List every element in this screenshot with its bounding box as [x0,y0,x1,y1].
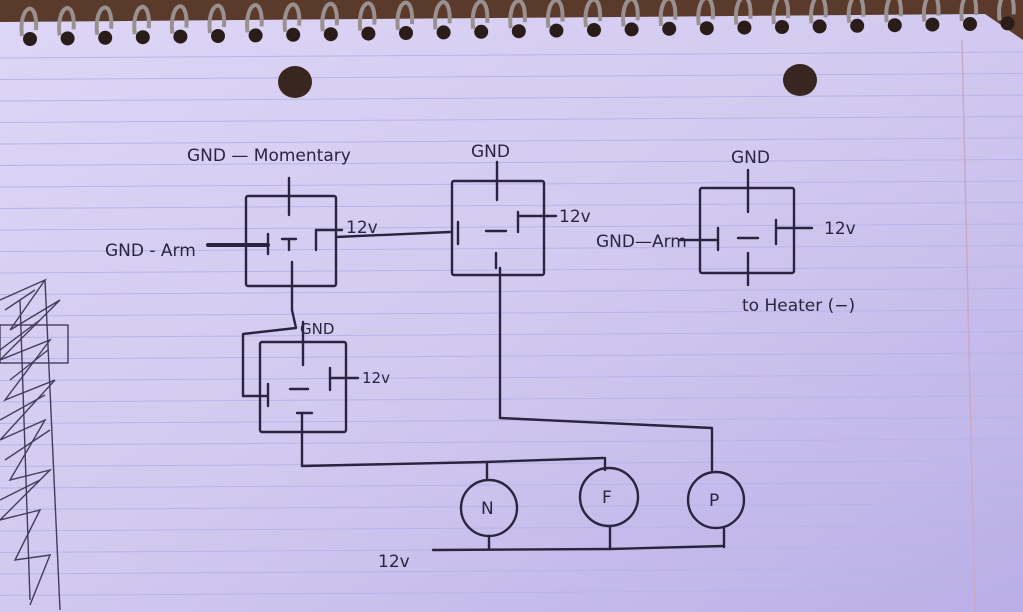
spiral-coil [733,0,753,35]
rule-line [0,266,1023,274]
rule-line [0,438,1023,446]
relay-1-right-label: 12v [346,218,378,238]
rule-line [0,223,1023,231]
spiral-coil [997,0,1016,31]
relay-3-right-label: 12v [824,219,856,239]
rule-line [0,116,1023,123]
punch-hole-left [278,66,312,98]
relay-3-left-label: GND—Arm [596,232,687,252]
relay-1: GND — Momentary GND - Arm 12v [105,146,452,312]
spiral-coil [809,0,828,34]
spiral-coil [245,3,264,43]
rule-line [0,503,1023,510]
relay-3-bottom-label: to Heater (−) [742,296,855,316]
rule-line [0,288,1023,295]
spiral-coil [320,1,339,42]
relay-3-top-label: GND [731,148,770,168]
motor-n-label: N [481,499,494,519]
spiral-coil [433,0,452,40]
spiral-coil [696,0,715,36]
rule-line [0,180,1023,188]
ruled-lines [0,51,1023,596]
spiral-coil [282,2,302,42]
spiral-coil [884,0,903,33]
rule-line [0,460,1023,467]
relay-3: GND GND—Arm 12v to Heater (−) [596,148,856,316]
supply-label: 12v [378,552,410,572]
relay-1-left-label: GND - Arm [105,241,196,261]
relay-4: GND 12v [241,308,390,468]
spiral-coil [921,0,941,32]
spiral-coil [621,0,640,37]
spiral-coil [132,4,151,45]
rule-line [0,245,1023,252]
spiral-coil [94,5,114,45]
motor-p-label: P [709,491,719,511]
rule-line [0,524,1023,532]
spiral-coil [19,6,39,46]
rule-line [0,51,1023,59]
motor-p [686,470,746,530]
margin-line [961,39,976,612]
rule-line [0,137,1023,145]
punch-hole-right [783,64,817,96]
rule-line [0,374,1023,381]
motor-circuit: N F P 12v [300,416,746,572]
spiral-coil [357,1,377,41]
motor-f-label: F [602,488,612,508]
rule-line [0,202,1023,209]
spiral-coil [57,6,76,46]
spiral-coil [771,0,791,34]
rule-line [0,159,1023,166]
relay-4-right-label: 12v [362,369,390,387]
relay-1-top-label: GND — Momentary [187,146,351,166]
spiral-coil [508,0,527,39]
spiral-coil [658,0,678,36]
scribble-doodle [0,278,69,611]
rule-line [0,352,1023,360]
relay-2-right-label: 12v [559,207,591,227]
relay-2-top-label: GND [471,142,510,162]
relay-4-top-label: GND [300,320,334,338]
rule-line [0,567,1023,575]
rule-line [0,73,1023,80]
rule-line [0,331,1023,338]
spiral-coil [395,0,415,40]
rule-line [0,395,1023,403]
spiral-coil [959,0,979,31]
rule-line [0,481,1023,489]
spiral-coil [545,0,565,38]
spiral-coil [583,0,603,37]
relay-2: GND 12v [450,142,591,420]
rule-line [0,94,1023,102]
spiral-binding [19,0,1016,46]
rule-line [0,309,1023,317]
spiral-coil [846,0,866,33]
spiral-coil [169,4,189,44]
rule-line [0,589,1023,596]
rule-line [0,417,1023,424]
spiral-coil [207,3,227,43]
spiral-coil [470,0,490,39]
